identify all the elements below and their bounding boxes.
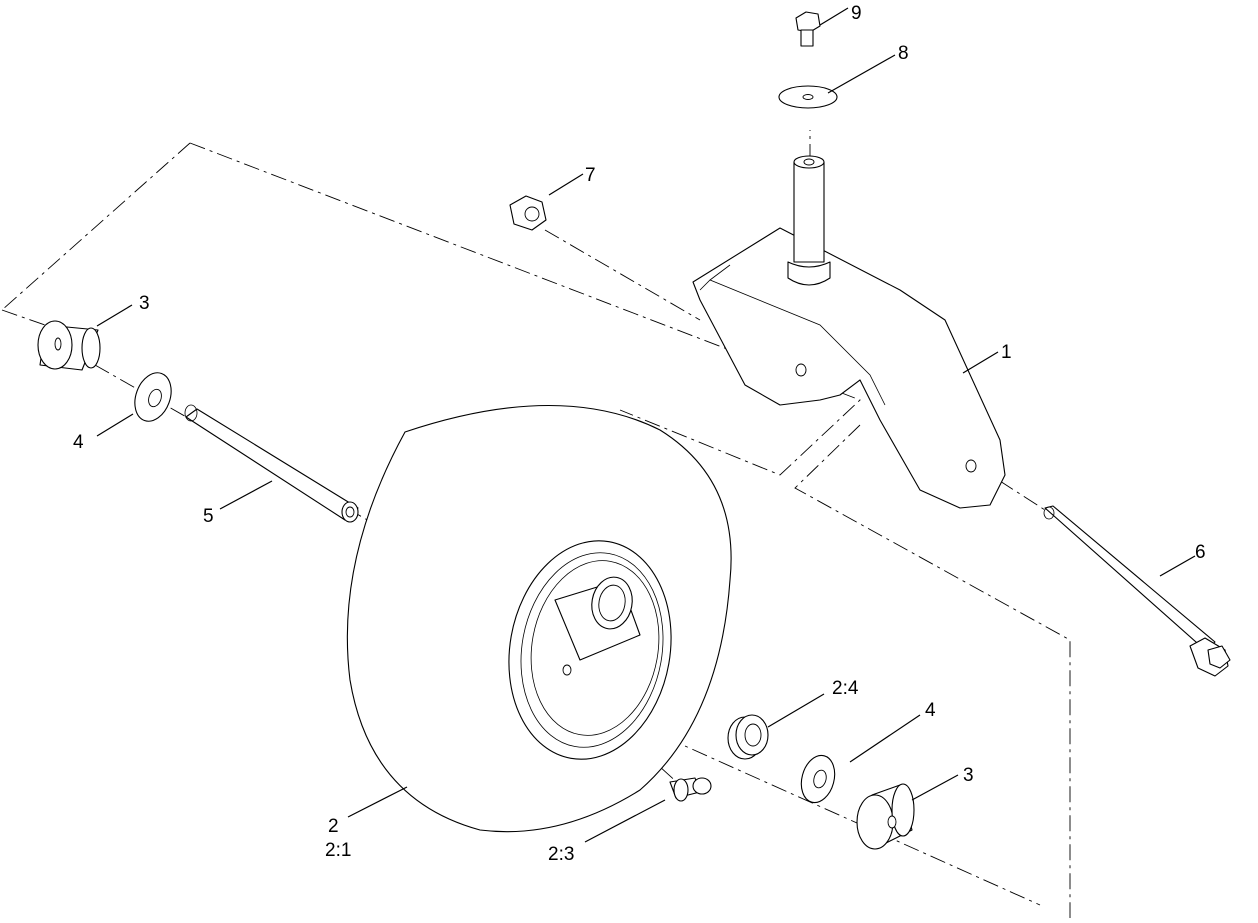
callout-6: 6 [1195,542,1206,563]
callout-7: 7 [585,165,596,186]
leader-lines [96,7,1196,843]
valve-stem-part-2-3 [669,777,712,802]
callout-4-right: 4 [925,700,936,721]
spacer-tube-part-5 [184,404,359,523]
callout-2-3: 2:3 [548,844,574,865]
callout-3-left: 3 [139,293,150,314]
callout-labels: 9 8 7 1 3 4 5 6 2 2:1 2:4 4 3 2:3 [73,3,1206,865]
bolt-part-6 [1043,505,1231,677]
callout-4-left: 4 [73,432,84,453]
callout-9: 9 [851,3,862,24]
washer-part-4-left [134,372,172,422]
callout-3-right: 3 [963,765,974,786]
callout-2-1: 2:1 [325,840,351,861]
bolt-part-9 [795,11,821,47]
wheel-tire-part-2 [346,404,732,833]
callout-8: 8 [898,43,909,64]
callout-2: 2 [328,816,339,837]
caster-fork-part-1 [692,155,1006,509]
callout-5: 5 [203,506,214,527]
spacer-cap-part-3-left [37,320,101,371]
washer-part-8 [778,85,838,109]
callout-1: 1 [1001,342,1012,363]
flange-nut-part-7 [509,195,547,231]
spacer-cap-part-3-right [856,783,915,850]
bearing-part-2-4 [727,714,769,760]
washer-part-4-right [800,754,836,804]
callout-2-4: 2:4 [832,678,859,699]
